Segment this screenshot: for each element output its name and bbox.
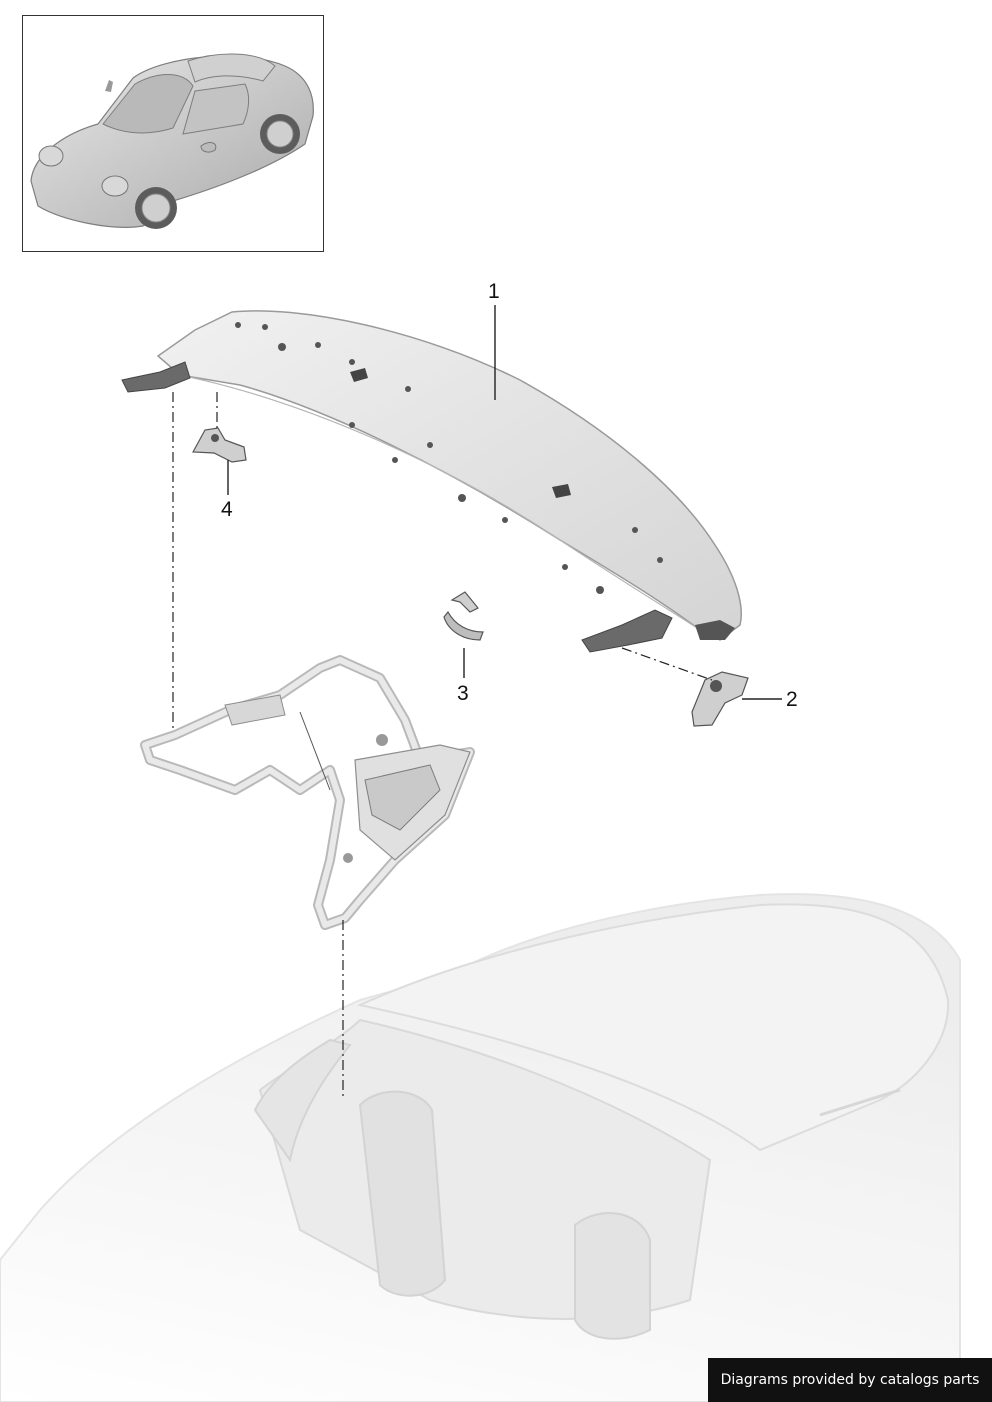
callout-2: 2 (786, 688, 798, 711)
leader-lines (227, 305, 782, 700)
background-car (0, 893, 961, 1402)
part-2-hinge[interactable] (691, 671, 749, 727)
thumbnail-car-illustration (30, 53, 314, 229)
callout-3: 3 (457, 682, 469, 705)
thumbnail-frame (22, 15, 324, 252)
part-3-clip[interactable] (443, 591, 484, 641)
credit-banner: Diagrams provided by catalogs parts (708, 1358, 992, 1402)
linkage-mechanism (140, 655, 475, 930)
callout-1: 1 (488, 280, 500, 303)
part-1-roof-frame[interactable] (121, 310, 742, 653)
callout-4: 4 (221, 498, 233, 521)
part-4-bracket[interactable] (192, 427, 247, 463)
assembly-lines (172, 392, 713, 1100)
